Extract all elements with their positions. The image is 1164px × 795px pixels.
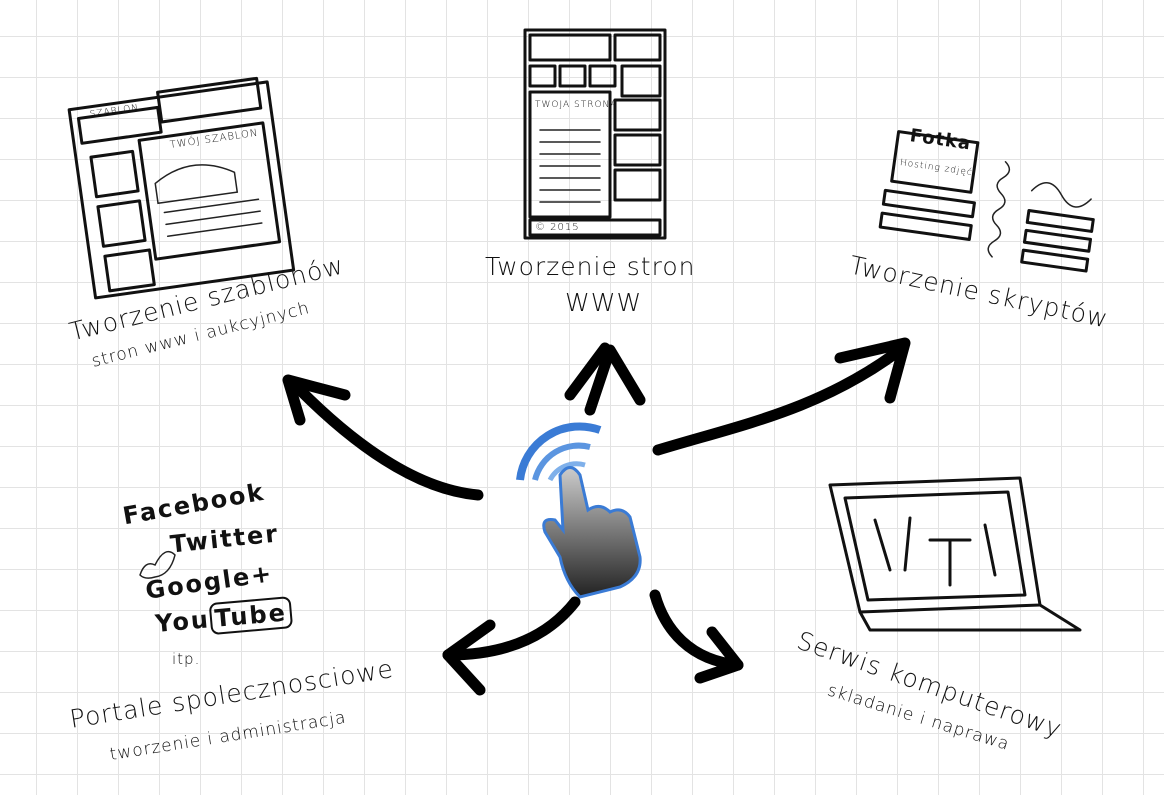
arrow-to-websites <box>564 342 646 416</box>
website-sketch-icon <box>523 28 667 240</box>
template-sketch-icon <box>67 76 296 300</box>
youtube-you: You <box>154 605 212 638</box>
twitter-bird-icon <box>139 550 176 579</box>
arrow-to-templates <box>282 374 484 501</box>
social-etc: itp. <box>172 650 201 668</box>
arrow-to-scripts <box>652 337 911 456</box>
websites-subtitle: WWW <box>565 288 643 317</box>
arrow-to-social <box>442 596 581 696</box>
sketch-text-website-2: © 2015 <box>535 222 580 233</box>
script-sketch-icon <box>878 130 1095 273</box>
arrow-to-service <box>649 589 744 684</box>
touch-hand-icon[interactable] <box>516 422 642 599</box>
laptop-sketch-icon <box>828 476 1082 632</box>
websites-title: Tworzenie stron <box>485 252 696 281</box>
sketch-text-website: TWOJA STRONA <box>535 100 618 110</box>
